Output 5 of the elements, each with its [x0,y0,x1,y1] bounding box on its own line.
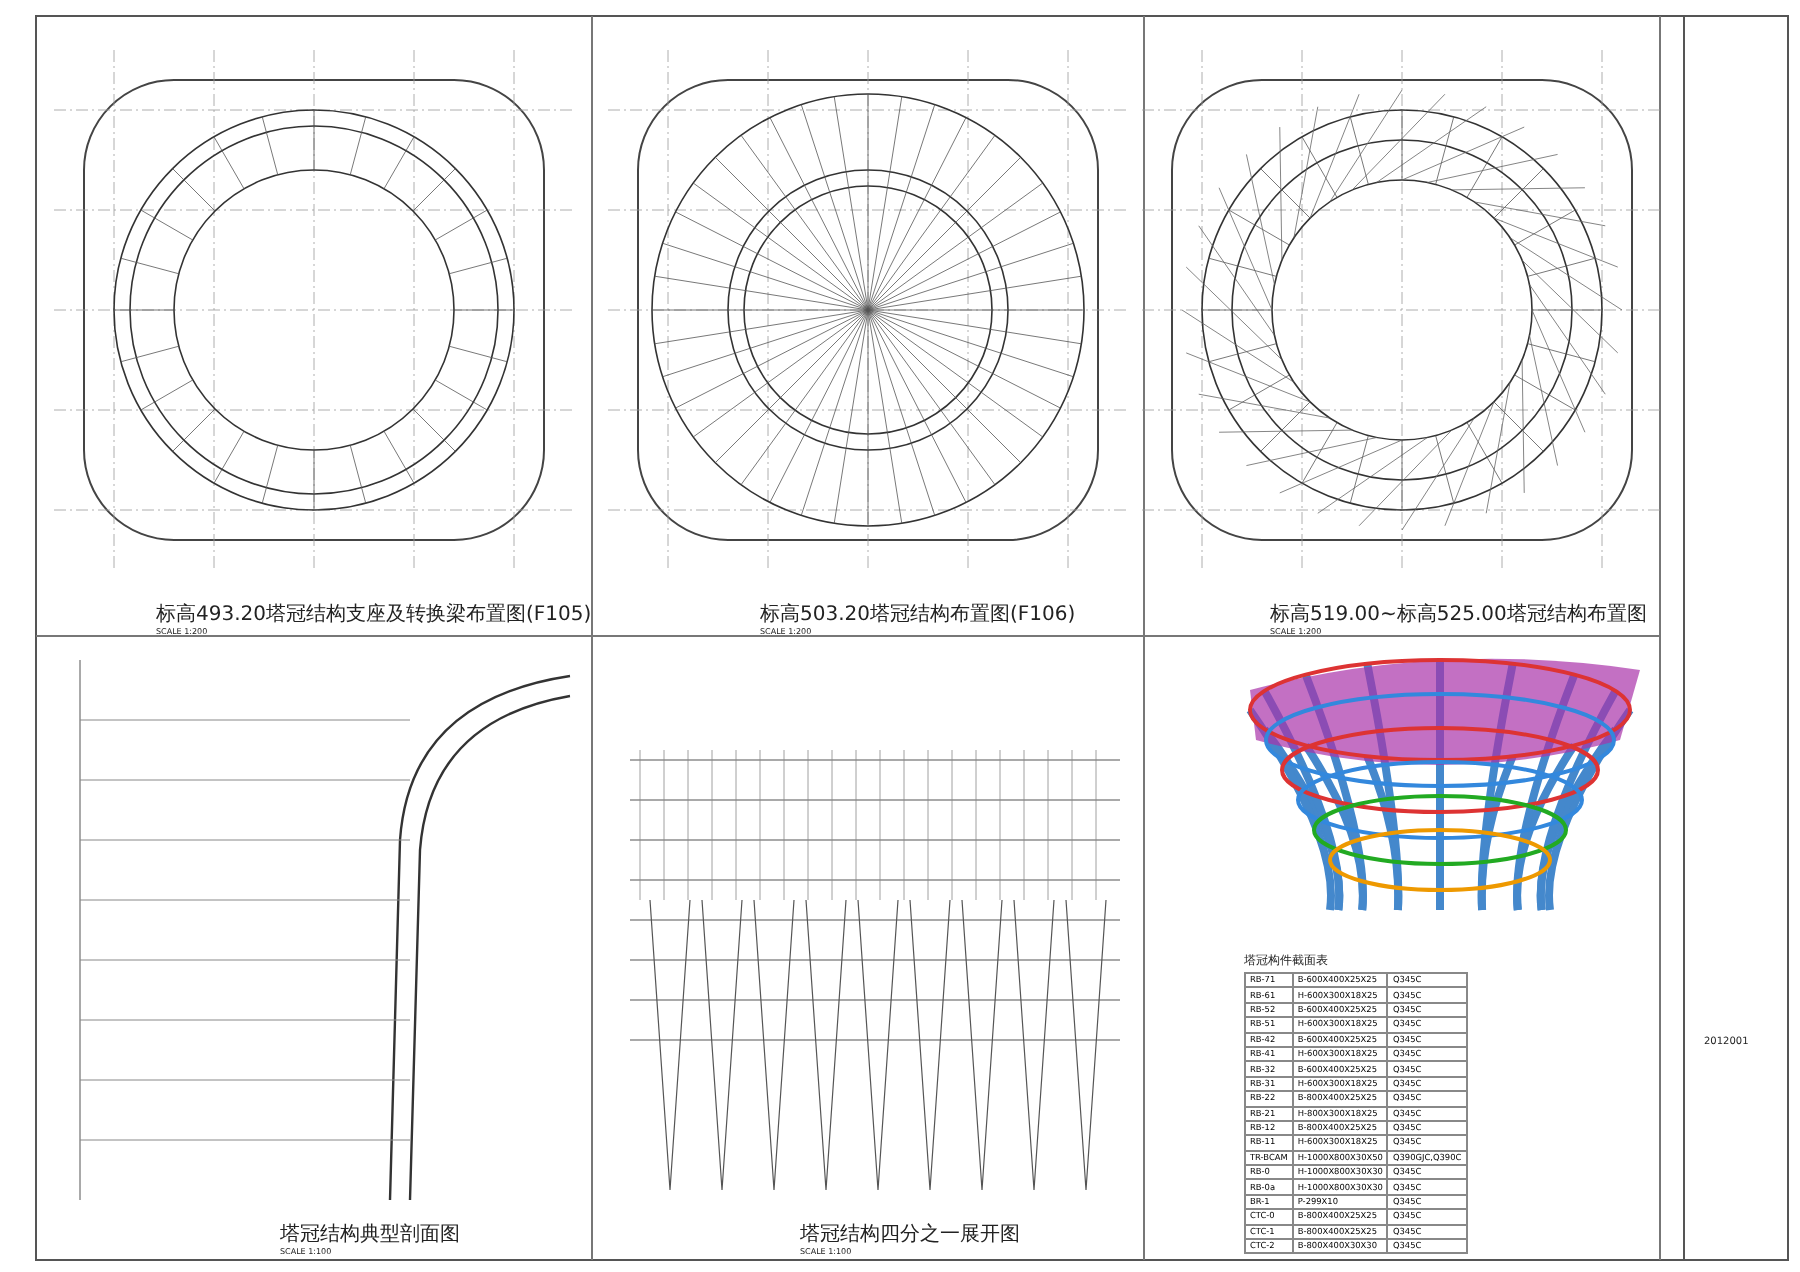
drawing-title: 标高493.20塔冠结构支座及转换梁布置图(F105) [156,601,592,628]
drawing-title: 塔冠结构四分之一展开图 [800,1221,1020,1248]
drawing-title: 塔冠结构典型剖面图 [280,1221,460,1248]
drawing-title: 标高519.00~标高525.00塔冠结构布置图 [1270,601,1647,628]
drawing-title: 标高503.20塔冠结构布置图(F106) [760,601,1076,628]
